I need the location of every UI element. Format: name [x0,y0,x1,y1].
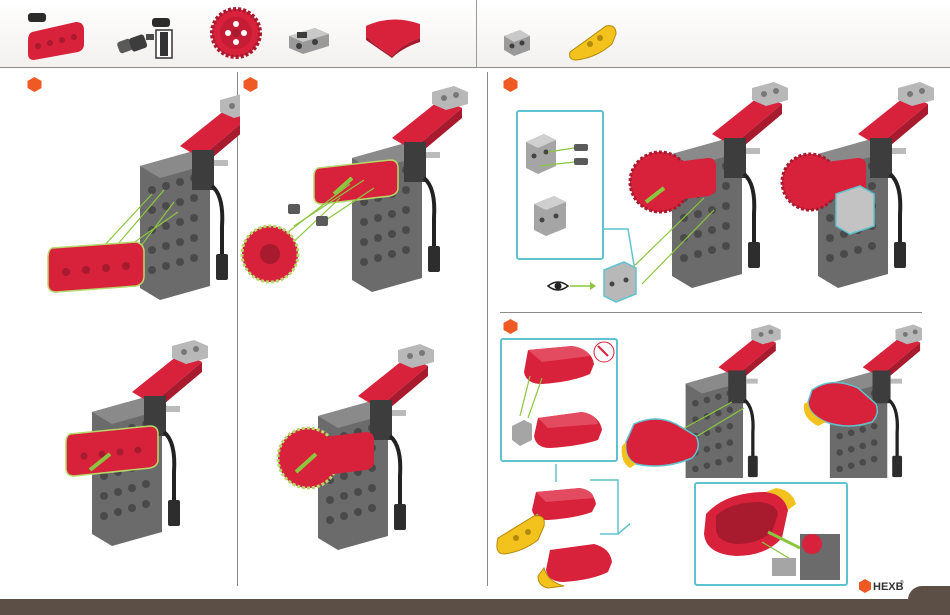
red-gear-part-icon [210,6,262,60]
step-4-subassembly-diagram [494,482,620,590]
step-3-assembly-diagram [596,74,796,310]
step-1-result-diagram [60,322,240,562]
gray-bracket-part-icon [500,28,534,58]
row-divider [500,312,922,313]
step-4-closeup-inset [694,482,848,586]
step-4-result-diagram [802,318,922,478]
red-beam-part-icon [26,14,86,60]
step-3-detail-inset [516,110,604,260]
bracket-detail-diagram [518,112,602,258]
logo-trademark: ® [900,579,904,586]
footer-bar [0,599,950,615]
step-4-assembly-diagram [620,318,800,478]
parts-divider [476,0,477,68]
step-2-assembly-diagram [240,76,480,296]
axle-block-part-icon [285,24,333,56]
step-4-detail-inset [500,338,618,462]
yellow-wedge-part-icon [566,22,620,62]
wedge-detail-diagram [502,340,616,460]
axle-connector-part-icon [116,28,178,62]
closeup-diagram [696,484,846,584]
view-direction-eye-icon [546,278,596,294]
page-tab [908,586,950,600]
quantity-badge [152,18,170,27]
hexbug-logo: HEXBUG ® [858,578,904,594]
red-curved-panel-part-icon [362,12,426,58]
parts-list-bar [0,0,950,68]
step-2-result-diagram [268,322,478,582]
step-3-result-diagram [778,74,948,310]
step-1-assembly-diagram [40,80,240,310]
column-divider [487,72,488,586]
step-marker-icon [503,77,518,92]
step-marker-icon [503,319,518,334]
